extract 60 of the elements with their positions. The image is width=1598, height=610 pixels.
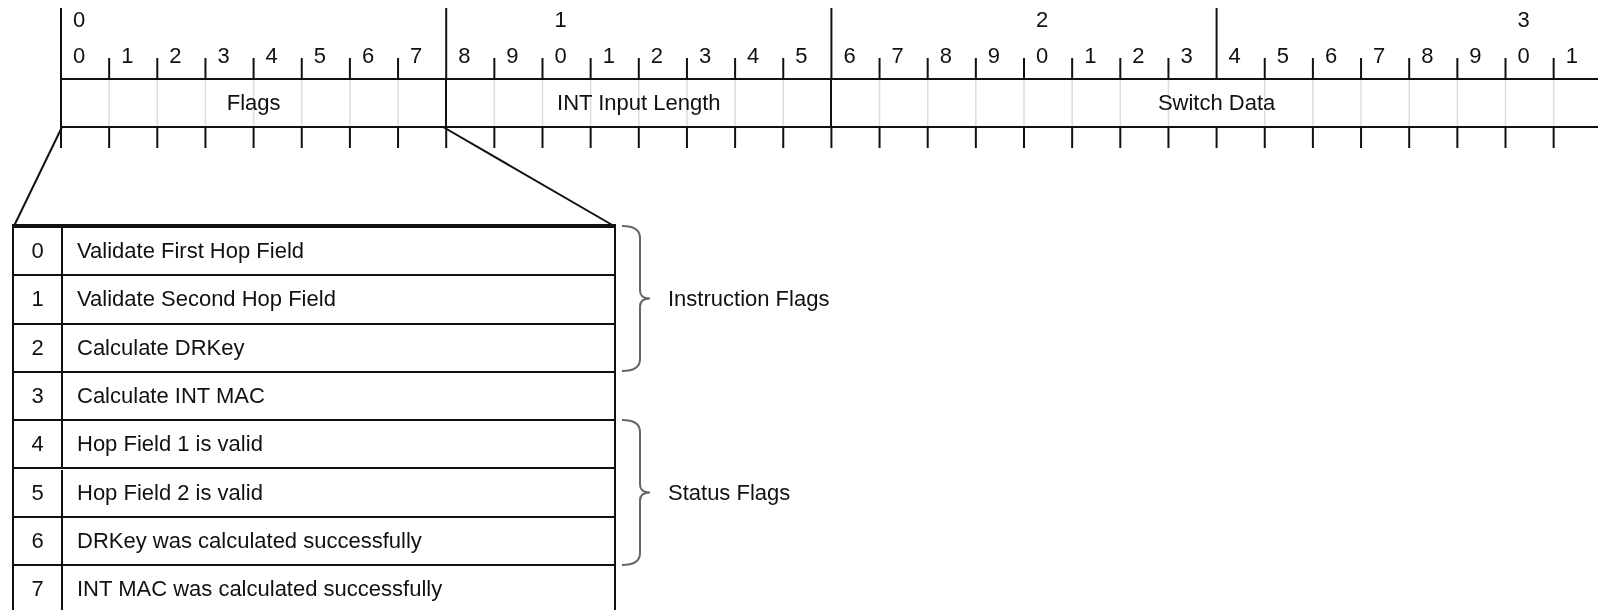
bit-digit: 1 [602, 44, 615, 68]
bit-number: 4 [30, 431, 45, 458]
tens-digit: 3 [1517, 8, 1530, 32]
bit-digit: 3 [217, 44, 230, 68]
flag-description: Hop Field 2 is valid [77, 479, 263, 506]
bit-digit: 6 [1324, 44, 1338, 68]
bit-digit: 1 [1565, 44, 1578, 68]
bit-number: 6 [30, 527, 45, 554]
header-field: INT Input Length [445, 78, 831, 128]
bit-digit: 1 [1084, 44, 1097, 68]
bit-digit: 7 [410, 44, 423, 68]
flag-description: Calculate DRKey [77, 334, 245, 361]
bit-digit: 8 [458, 44, 471, 68]
tens-digit: 0 [73, 8, 86, 32]
flag-description: DRKey was calculated successfully [77, 527, 422, 554]
flag-description: Validate First Hop Field [77, 238, 304, 265]
bit-digit: 5 [795, 44, 808, 68]
flag-description: Hop Field 1 is valid [77, 431, 263, 458]
bit-number: 1 [30, 286, 45, 313]
bit-digit: 9 [506, 44, 519, 68]
bit-number: 0 [30, 238, 45, 265]
group-label: Status Flags [668, 480, 791, 505]
bit-number: 7 [30, 576, 45, 603]
bit-digit: 7 [1373, 44, 1386, 68]
bit-digit: 1 [121, 44, 134, 68]
bit-digit: 3 [1180, 44, 1193, 68]
bit-digit: 7 [891, 44, 904, 68]
bit-digit: 4 [265, 44, 278, 68]
bit-digit: 9 [987, 44, 1001, 68]
header-field: Switch Data [830, 78, 1598, 128]
bit-digit: 2 [169, 44, 182, 68]
bit-digit: 6 [843, 44, 856, 68]
bit-digit: 4 [1228, 44, 1241, 68]
zoom-line [442, 126, 615, 227]
bit-digit: 0 [1517, 44, 1530, 68]
bit-number: 3 [30, 383, 45, 410]
bit-digit: 8 [939, 44, 952, 68]
tens-digit: 2 [1036, 8, 1049, 32]
header-field: Flags [60, 78, 446, 128]
bit-digit: 5 [313, 44, 326, 68]
bit-digit: 5 [1276, 44, 1289, 68]
bit-digit: 0 [73, 44, 86, 68]
bit-digit: 2 [1132, 44, 1145, 68]
bit-digit: 3 [698, 44, 712, 68]
tens-digit: 1 [554, 8, 567, 32]
bit-digit: 9 [1469, 44, 1482, 68]
bit-digit: 6 [361, 44, 375, 68]
zoom-line [13, 126, 63, 227]
bit-number: 2 [30, 334, 45, 361]
bit-digit: 8 [1421, 44, 1434, 68]
group-label: Instruction Flags [668, 286, 830, 311]
bit-digit: 4 [747, 44, 760, 68]
flag-description: Validate Second Hop Field [77, 286, 336, 313]
flag-description: INT MAC was calculated successfully [77, 576, 443, 603]
flag-description: Calculate INT MAC [77, 383, 265, 410]
bit-digit: 0 [554, 44, 567, 68]
bit-digit: 2 [650, 44, 664, 68]
bit-number: 5 [30, 479, 45, 506]
flag-table [12, 224, 616, 610]
bit-digit: 0 [1036, 44, 1049, 68]
